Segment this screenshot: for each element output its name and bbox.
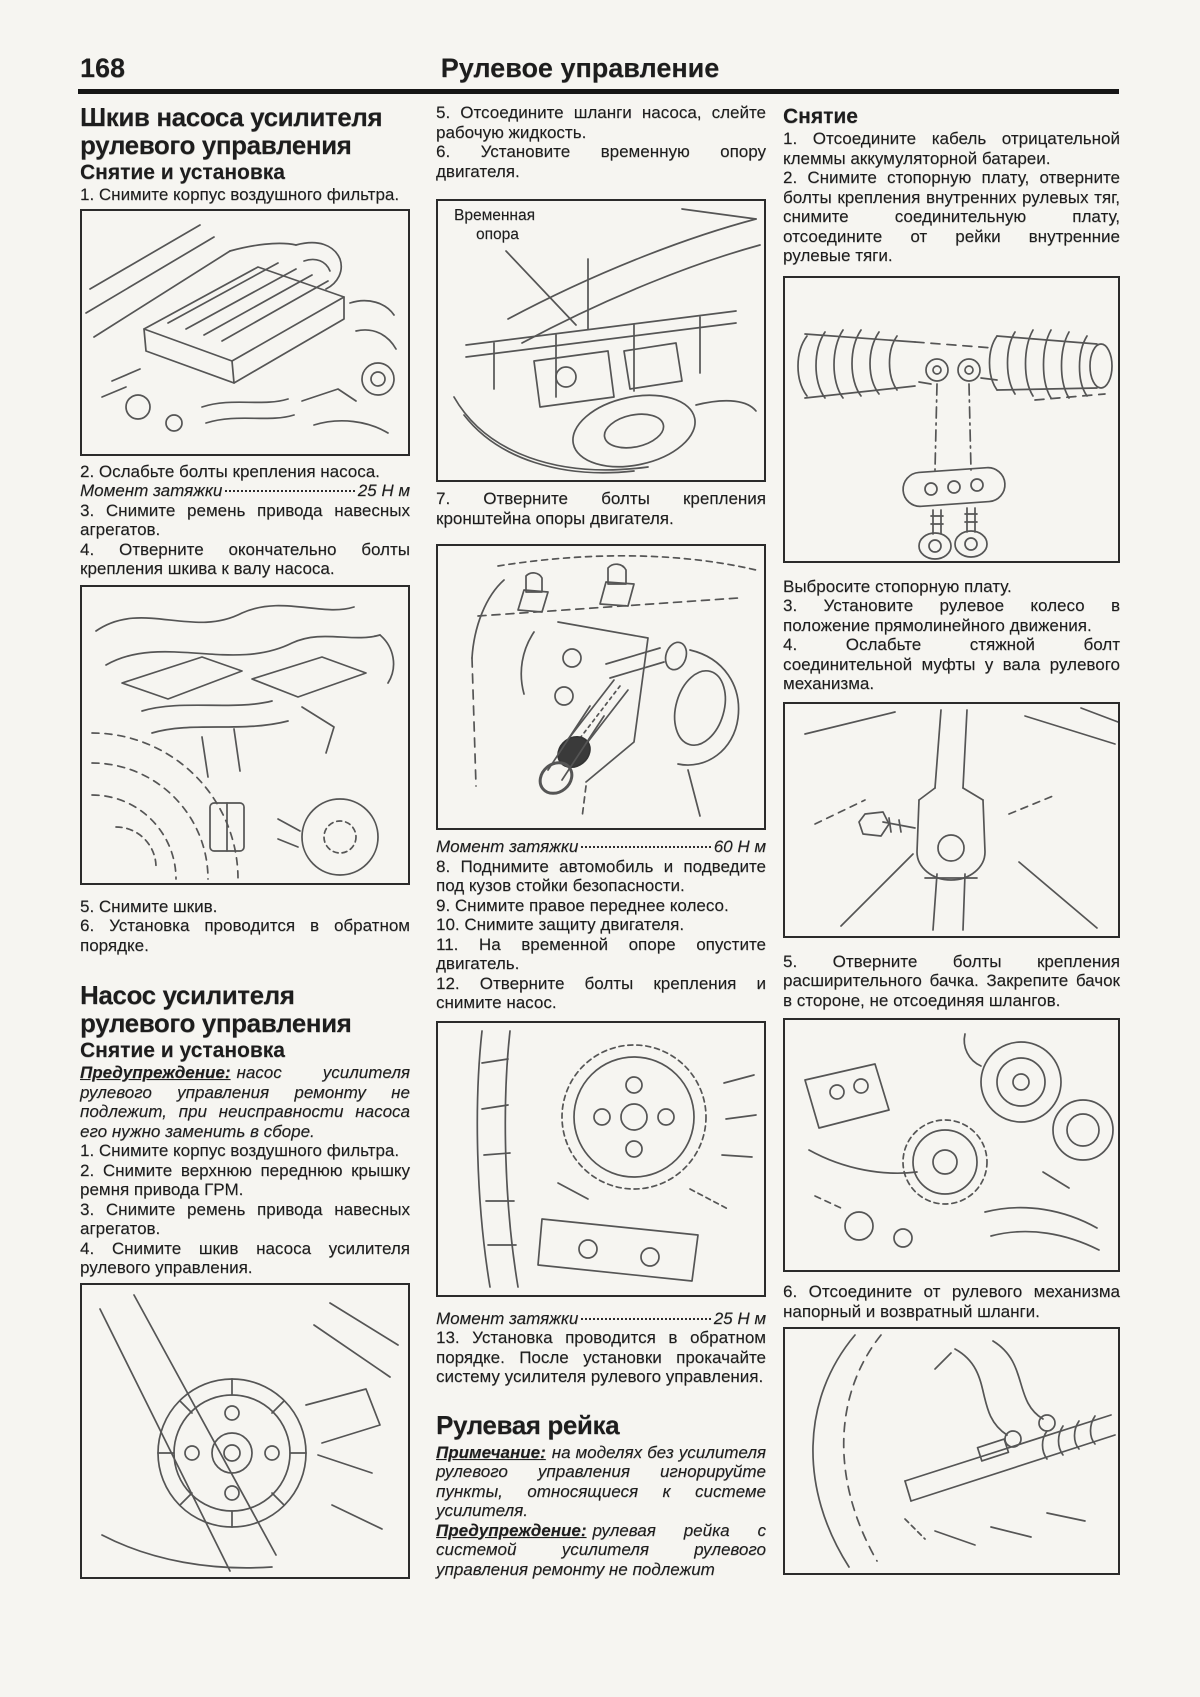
- header-rule: [78, 89, 1119, 94]
- figure-engine-pump-bolts: [80, 584, 410, 885]
- heading-removal: Снятие: [783, 105, 858, 128]
- step-text: 4. Снимите шкив насоса усилителя рулевог…: [80, 1238, 410, 1278]
- step-text: 4. Отверните окончательно болты креплени…: [80, 539, 410, 579]
- steering-gear-hoses-illustration: [812, 1334, 1116, 1568]
- air-filter-illustration: [85, 223, 397, 434]
- step-text: 2. Снимите стопорную плату, отверните бо…: [783, 168, 1120, 265]
- heading-pump-pulley: Шкив насоса усилителя рулевого управлени…: [80, 102, 383, 160]
- callout-line1: Временная: [454, 207, 535, 224]
- step-text: 3. Установите рулевое колесо в положение…: [783, 596, 1120, 635]
- mount-bracket-bolts-illustration: [471, 554, 757, 819]
- discard-note: Выбросите стопорную плату.: [783, 576, 1012, 596]
- temporary-support-illustration: [453, 208, 761, 474]
- dot-leader: [581, 1317, 711, 1320]
- torque-spec-row: Момент затяжки 60 Н м: [436, 837, 766, 857]
- step-text: 7. Отверните болты крепления кронштейна …: [436, 489, 766, 528]
- torque-spec-row: Момент затяжки 25 Н м: [80, 481, 410, 501]
- step-text: 11. На временной опоре опустите двигател…: [436, 934, 766, 974]
- figure-callout-temporary-support: Временная опора: [454, 206, 535, 244]
- tie-rods-illustration: [797, 328, 1113, 560]
- figure-expansion-reservoir: [783, 1018, 1120, 1272]
- step-text: 2. Ослабьте болты крепления насоса.: [80, 461, 380, 481]
- warning-label: Предупреждение:: [80, 1063, 231, 1082]
- torque-label: Момент затяжки: [436, 837, 579, 856]
- step-text: 2. Снимите верхнюю переднюю крышку ремня…: [80, 1160, 410, 1200]
- heading-steering-rack: Рулевая рейка: [436, 1409, 620, 1440]
- step-text: 1. Снимите корпус воздушного фильтра.: [80, 1141, 400, 1160]
- engine-closeup-illustration: [91, 604, 395, 880]
- step-text: 6. Отсоедините от рулевого механизма нап…: [783, 1282, 1120, 1321]
- figure-tie-rods-lock-plate: [783, 275, 1120, 563]
- figure-steering-coupling: [783, 701, 1120, 938]
- dot-leader: [225, 490, 355, 492]
- coupling-pinch-bolt-illustration: [804, 706, 1118, 931]
- reservoir-illustration: [804, 1033, 1114, 1251]
- heading-power-steering-pump: Насос усилителя рулевого управления: [80, 980, 352, 1038]
- middle-column: 5. Отсоедините шланги насоса, слейте раб…: [436, 100, 766, 1579]
- figure-temporary-engine-support: Временная опора: [436, 199, 766, 482]
- warning-note: Предупреждение:насос усилителя рулевого …: [80, 1063, 410, 1141]
- warning-note: Предупреждение:рулевая рейка с системой …: [436, 1521, 766, 1580]
- step-text: 3. Снимите ремень привода навесных агрег…: [80, 1199, 410, 1239]
- torque-spec-row: Момент затяжки 25 Н м: [436, 1309, 766, 1329]
- step-text: 5. Отсоедините шланги насоса, слейте раб…: [436, 103, 766, 142]
- step-text: 5. Отверните болты крепления расширитель…: [783, 951, 1120, 1010]
- step-text: 6. Установка проводится в обратном поряд…: [80, 916, 410, 955]
- subheading-removal-installation: Снятие и установка: [80, 1039, 285, 1062]
- note-text-block: Примечание:на моделях без усилителя руле…: [436, 1443, 766, 1521]
- figure-engine-bay-air-filter: [80, 208, 410, 456]
- page-title: Рулевое управление: [440, 53, 720, 83]
- torque-value: 25 Н м: [713, 1308, 766, 1328]
- warning-text: рулевая рейка с системой усилителя рулев…: [436, 1520, 766, 1579]
- torque-value: 25 Н м: [357, 481, 410, 500]
- figure-pump-pulley: [80, 1282, 410, 1579]
- step-text: 4. Ослабьте стяжной болт соединительной …: [783, 635, 1120, 693]
- figure-pressure-return-hoses: [783, 1327, 1120, 1575]
- torque-value: 60 Н м: [713, 837, 766, 856]
- figure-timing-gear: [436, 1020, 766, 1297]
- step-text: 9. Снимите правое переднее колесо.: [436, 895, 729, 915]
- step-text: 13. Установка проводится в обратном поря…: [436, 1328, 766, 1386]
- dot-leader: [581, 846, 711, 848]
- note-text: на моделях без усилителя рулевого управл…: [436, 1442, 766, 1521]
- warning-text: насос усилителя рулевого управления ремо…: [80, 1063, 410, 1141]
- torque-label: Момент затяжки: [80, 481, 223, 500]
- step-text: 8. Поднимите автомобиль и подведите под …: [436, 856, 766, 896]
- step-text: 12. Отверните болты крепления и снимите …: [436, 973, 766, 1013]
- step-text: 5. Снимите шкив.: [80, 896, 218, 916]
- callout-line2: опора: [476, 226, 519, 243]
- note-label: Примечание:: [436, 1442, 546, 1462]
- page-number: 168: [80, 53, 126, 83]
- right-column: Снятие 1. Отсоедините кабель отрицательн…: [783, 100, 1120, 1575]
- torque-label: Момент затяжки: [436, 1308, 579, 1328]
- step-text: 6. Установите временную опору двигателя.: [436, 142, 766, 181]
- subheading-removal-installation: Снятие и установка: [80, 161, 285, 184]
- step-text: 1. Отсоедините кабель отрицательной клем…: [783, 129, 1120, 168]
- step-text: 3. Снимите ремень привода навесных агрег…: [80, 500, 410, 540]
- warning-label: Предупреждение:: [436, 1520, 587, 1540]
- left-column: Шкив насоса усилителя рулевого управлени…: [80, 100, 410, 1579]
- pump-pulley-illustration: [99, 1293, 399, 1572]
- step-text: 10. Снимите защиту двигателя.: [436, 915, 685, 934]
- timing-gear-illustration: [476, 1029, 757, 1288]
- step-text: 1. Снимите корпус воздушного фильтра.: [80, 185, 400, 204]
- figure-engine-mount-bracket: [436, 544, 766, 830]
